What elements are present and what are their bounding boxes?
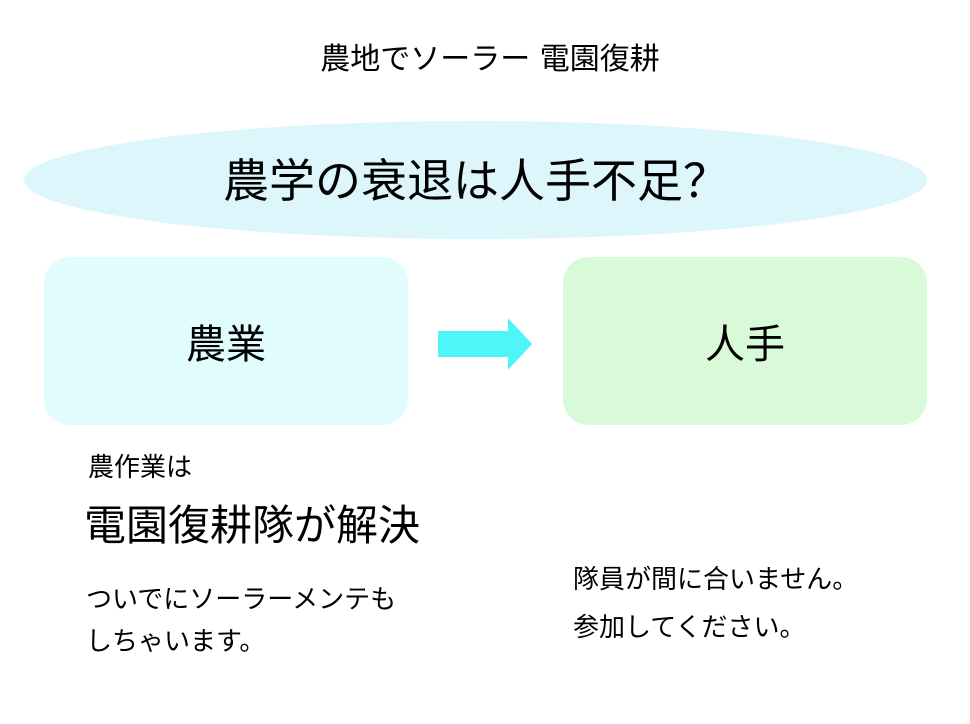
left-note-line-2: しちゃいます。 xyxy=(86,627,266,657)
right-note-line-2: 参加してください。 xyxy=(573,613,806,643)
lead-text: 農作業は xyxy=(88,453,193,483)
manpower-box-label: 人手 xyxy=(705,322,785,368)
right-arrow-icon xyxy=(438,318,532,370)
agriculture-box-label: 農業 xyxy=(186,322,266,368)
slide-title: 農地でソーラー 電園復耕 xyxy=(320,42,660,77)
left-note-line-1: ついでにソーラーメンテも xyxy=(86,585,397,615)
headline-text: 電園復耕隊が解決 xyxy=(84,501,421,550)
banner-ellipse xyxy=(24,121,927,239)
manpower-box: 人手 xyxy=(563,257,927,425)
agriculture-box: 農業 xyxy=(44,257,408,425)
banner-title: 農学の衰退は人手不足？ xyxy=(223,154,729,208)
right-note-line-1: 隊員が間に合いません。 xyxy=(573,565,859,595)
